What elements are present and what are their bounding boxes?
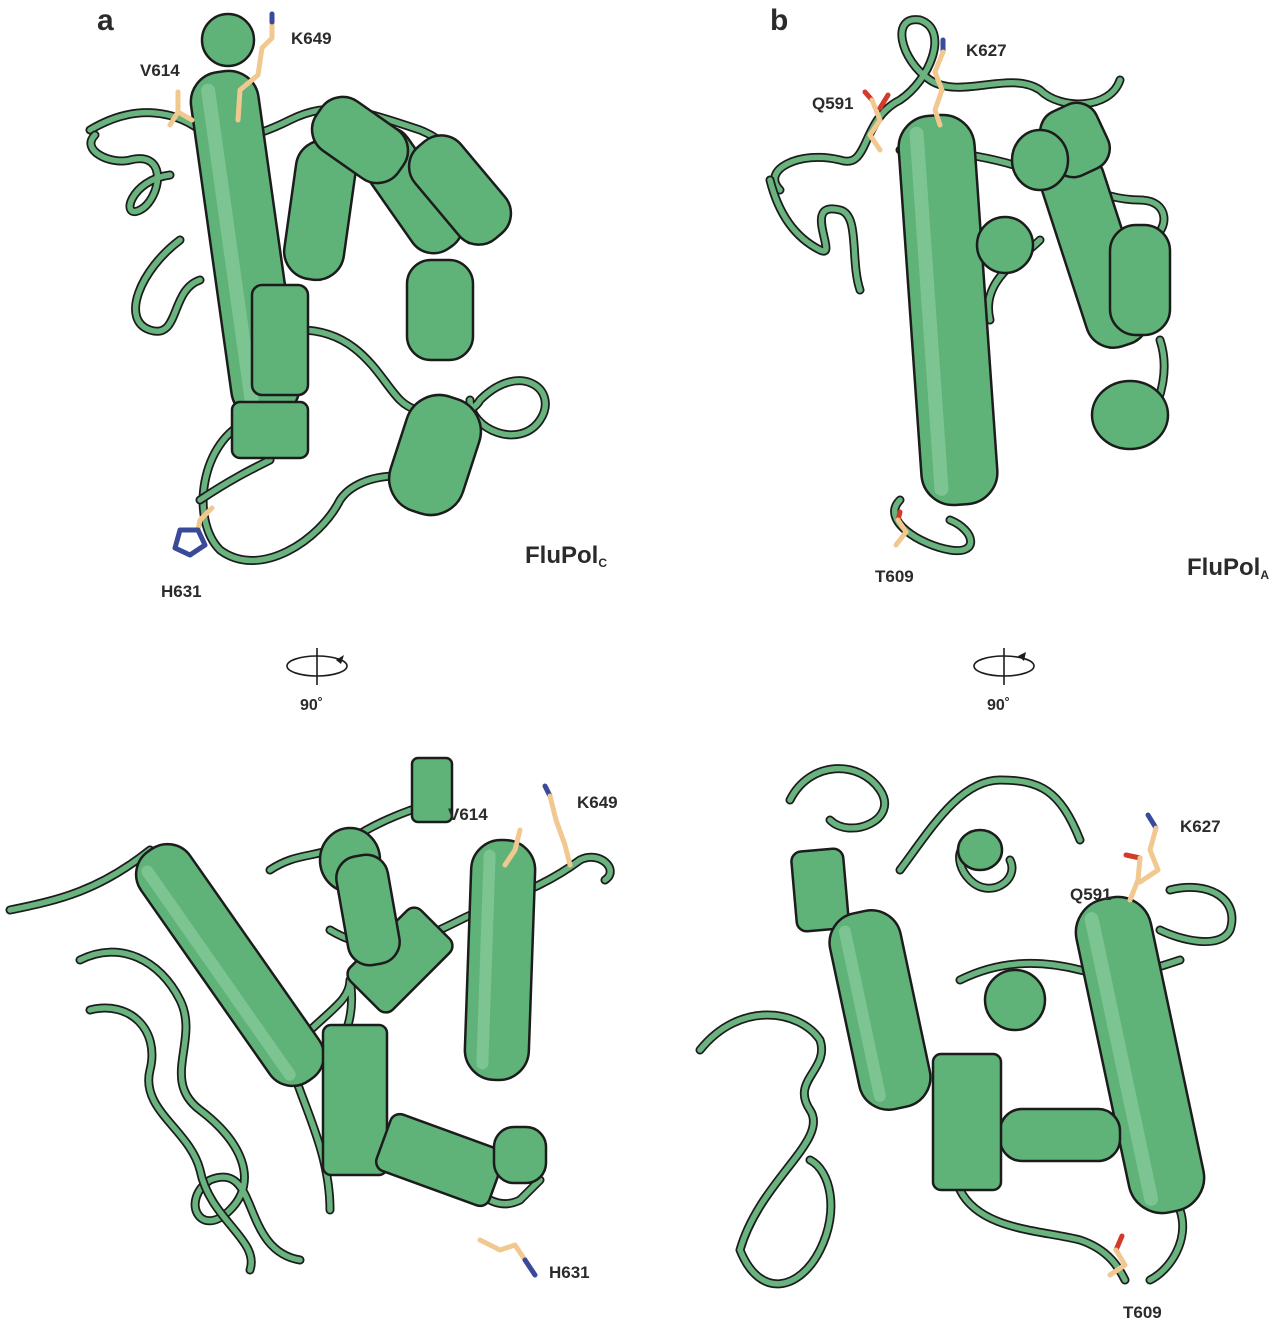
panel-b-bottom-structure <box>700 769 1232 1284</box>
rotation-label-b: 90˚ <box>987 697 1010 714</box>
panel-title-a-sub: C <box>598 556 607 570</box>
rotation-icon-b <box>974 648 1034 685</box>
panel-a-bottom-structure <box>10 758 610 1275</box>
residue-label-a-top-2: H631 <box>161 582 202 601</box>
residue-label-a-top-1: K649 <box>291 29 332 48</box>
residue-label-a-top-0: V614 <box>140 61 180 80</box>
residue-label-a-bottom-1: K649 <box>577 793 618 812</box>
residue-label-b-bottom-0: Q591 <box>1070 885 1112 904</box>
panel-title-b: FluPolA <box>1187 554 1269 582</box>
residue-label-b-bottom-2: T609 <box>1123 1303 1162 1322</box>
panel-letter-a: a <box>97 4 114 37</box>
rotation-label-a: 90˚ <box>300 697 323 714</box>
panel-title-b-main: FluPol <box>1187 554 1260 581</box>
residue-label-a-bottom-0: V614 <box>448 805 488 824</box>
residue-label-b-top-1: K627 <box>966 41 1007 60</box>
panel-title-b-sub: A <box>1260 568 1269 582</box>
panel-title-a: FluPolC <box>525 542 607 570</box>
residue-label-a-bottom-2: H631 <box>549 1263 590 1282</box>
panel-a-top-structure <box>90 14 545 560</box>
rotation-icon-a <box>287 648 347 685</box>
residue-label-b-bottom-1: K627 <box>1180 817 1221 836</box>
residue-label-b-top-2: T609 <box>875 567 914 586</box>
panel-letter-b: b <box>770 4 788 37</box>
panel-title-a-main: FluPol <box>525 542 598 569</box>
residue-label-b-top-0: Q591 <box>812 94 854 113</box>
